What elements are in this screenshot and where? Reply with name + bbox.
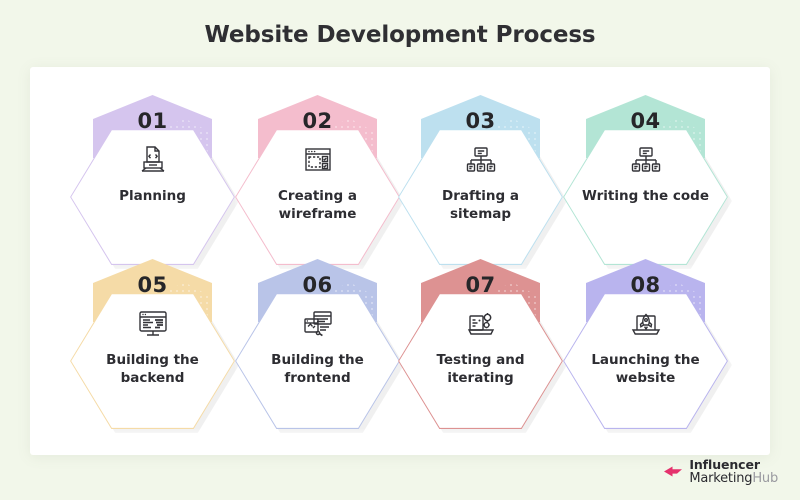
step-content: Building the frontend	[235, 293, 400, 429]
step-label: Creating a wireframe	[278, 188, 357, 223]
step-label: Launching the website	[591, 352, 700, 387]
laptop-gears-icon	[467, 313, 494, 335]
step-content: Writing the code	[563, 129, 728, 265]
logo-word-hub: Hub	[752, 470, 778, 486]
process-steps-grid: 01 Planning 02	[30, 67, 770, 455]
code-document-icon	[141, 146, 164, 172]
process-step-04[interactable]: 04 Writing the code	[563, 95, 732, 269]
step-label: Building the backend	[106, 352, 199, 387]
influencer-marketing-hub-mark-icon	[664, 466, 683, 477]
process-step-01[interactable]: 01 Planning	[70, 95, 239, 269]
process-step-03[interactable]: 03 Drafting a sitemap	[398, 95, 567, 269]
logo-line-marketinghub: MarketingHub	[689, 470, 778, 486]
logo-line-influencer: Influencer	[689, 457, 760, 473]
process-step-02[interactable]: 02 Creating a wireframe	[235, 95, 404, 269]
step-label: Testing and iterating	[436, 352, 525, 387]
page-title: Website Development Process	[204, 22, 596, 48]
logo-word-marketing: Marketing	[689, 470, 753, 486]
monitor-backend-icon	[138, 311, 167, 336]
step-content: Drafting a sitemap	[398, 129, 563, 265]
step-content: Creating a wireframe	[235, 129, 400, 265]
wireframe-layout-icon	[304, 148, 331, 171]
step-label: Building the frontend	[271, 352, 364, 387]
frontend-design-icon	[303, 311, 332, 337]
sitemap-hierarchy-icon	[631, 147, 660, 172]
logo-text: Influencer MarketingHub	[689, 458, 778, 486]
process-step-06[interactable]: 06 Building the frontend	[235, 259, 404, 433]
process-step-05[interactable]: 05 Building the backend	[70, 259, 239, 433]
sitemap-hierarchy-icon	[466, 147, 495, 172]
step-label: Planning	[119, 188, 186, 204]
step-content: Testing and iterating	[398, 293, 563, 429]
process-step-07[interactable]: 07 Testing and iterating	[398, 259, 567, 433]
step-label: Drafting a sitemap	[441, 188, 519, 223]
step-content: Planning	[70, 129, 235, 265]
step-content: Launching the website	[563, 293, 728, 429]
step-label: Writing the code	[581, 188, 709, 204]
brand-logo[interactable]: Influencer MarketingHub	[663, 458, 778, 486]
laptop-rocket-icon	[631, 313, 660, 335]
process-step-08[interactable]: 08 Launching the website	[563, 259, 732, 433]
step-content: Building the backend	[70, 293, 235, 429]
